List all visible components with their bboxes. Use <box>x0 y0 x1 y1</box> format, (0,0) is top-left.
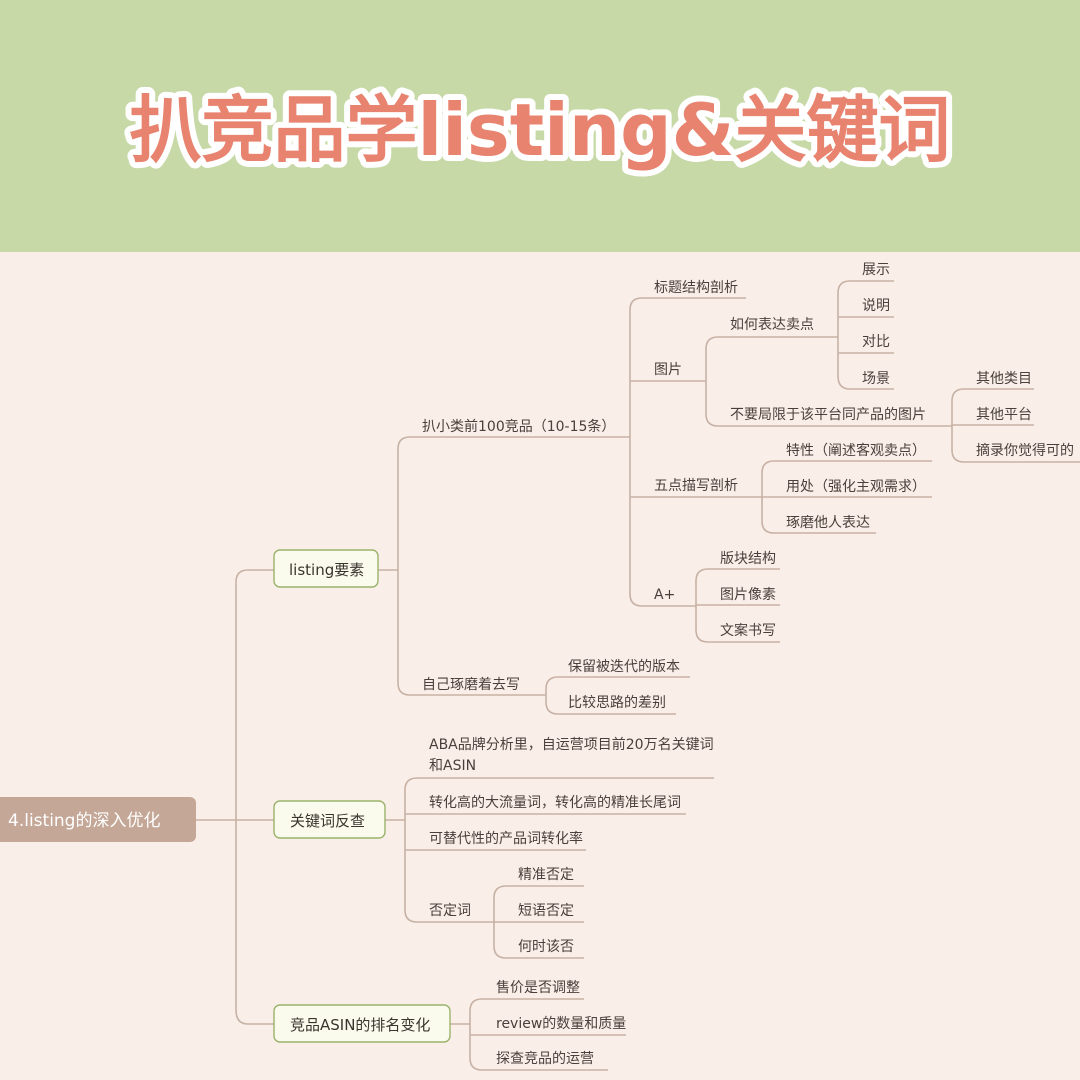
node-aplus-item[interactable]: 图片像素 <box>720 587 776 603</box>
node-images[interactable]: 图片 <box>654 362 682 378</box>
node-not-limited-item[interactable]: 摘录你觉得可的 <box>976 442 1074 459</box>
node-how-item[interactable]: 说明 <box>862 298 890 314</box>
node-ranking-item[interactable]: 探查竞品的运营 <box>496 1050 594 1067</box>
node-how-item[interactable]: 场景 <box>862 371 890 387</box>
node-not-limited[interactable]: 不要局限于该平台同产品的图片 <box>730 407 926 423</box>
node-listing-elements[interactable] <box>273 549 379 588</box>
mindmap: 4.listing的深入优化 listing要素 关键词反查 竞品ASIN的排名… <box>0 262 1080 1071</box>
node-aba-line2: 和ASIN <box>429 758 476 774</box>
root-node[interactable] <box>0 797 196 842</box>
node-competitor-ranking-label: 竞品ASIN的排名变化 <box>290 1016 430 1034</box>
node-listing-elements-label: listing要素 <box>289 561 364 579</box>
node-conversion[interactable]: 转化高的大流量词，转化高的精准长尾词 <box>429 794 681 811</box>
node-how-item[interactable]: 对比 <box>862 334 890 350</box>
node-ranking-item[interactable]: review的数量和质量 <box>496 1016 626 1032</box>
node-bullets-item[interactable]: 用处（强化主观需求） <box>786 479 926 495</box>
page-title: 扒竞品学listing&关键词 <box>130 88 951 172</box>
node-how-item[interactable]: 展示 <box>862 262 890 278</box>
node-self-write[interactable]: 自己琢磨着去写 <box>422 677 520 693</box>
node-ranking-item[interactable]: 售价是否调整 <box>496 980 580 996</box>
node-negative-item[interactable]: 何时该否 <box>518 939 574 955</box>
node-title-analysis[interactable]: 标题结构剖析 <box>654 280 738 296</box>
header-banner <box>0 0 1080 252</box>
node-top100[interactable]: 扒小类前100竞品（10-15条） <box>422 418 615 435</box>
node-negative-item[interactable]: 短语否定 <box>518 903 574 919</box>
node-not-limited-item[interactable]: 其他平台 <box>976 407 1032 423</box>
node-aplus-item[interactable]: 版块结构 <box>720 551 776 567</box>
connector-lines <box>196 280 1080 1071</box>
node-substitute[interactable]: 可替代性的产品词转化率 <box>429 830 583 847</box>
node-how-express[interactable]: 如何表达卖点 <box>730 317 814 333</box>
node-keyword-lookup-label: 关键词反查 <box>290 812 365 830</box>
node-negative-item[interactable]: 精准否定 <box>518 867 574 883</box>
node-aplus[interactable]: A+ <box>654 587 675 603</box>
node-not-limited-item[interactable]: 其他类目 <box>976 371 1032 387</box>
node-aplus-item[interactable]: 文案书写 <box>720 622 776 639</box>
title-graphic: 扒竞品学listing&关键词 <box>124 82 957 178</box>
node-bullets[interactable]: 五点描写剖析 <box>654 478 738 494</box>
node-aba-line1[interactable]: ABA品牌分析里，自运营项目前20万名关键词 <box>429 736 714 753</box>
node-competitor-ranking[interactable] <box>273 1004 451 1043</box>
node-negative[interactable]: 否定词 <box>429 903 471 919</box>
node-self-item[interactable]: 保留被迭代的版本 <box>568 659 680 675</box>
node-keyword-lookup[interactable] <box>273 800 386 839</box>
node-bullets-item[interactable]: 特性（阐述客观卖点） <box>786 442 926 459</box>
root-node-label: 4.listing的深入优化 <box>8 811 160 831</box>
node-bullets-item[interactable]: 琢磨他人表达 <box>786 515 870 531</box>
node-self-item[interactable]: 比较思路的差别 <box>568 695 666 711</box>
